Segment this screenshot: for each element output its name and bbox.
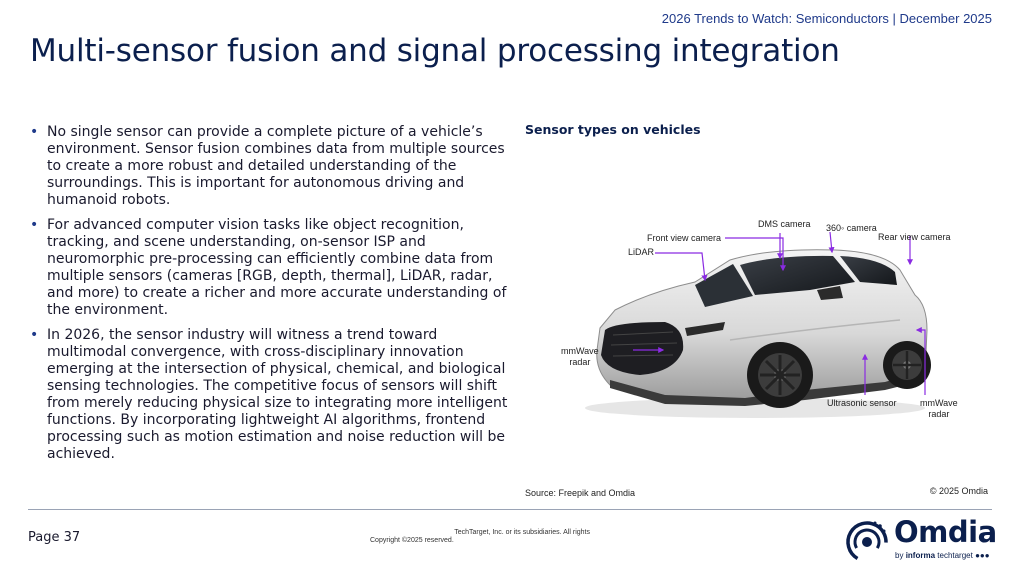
label-dms-camera: DMS camera bbox=[758, 219, 811, 229]
bullet-item: • No single sensor can provide a complete… bbox=[30, 124, 508, 209]
page-number: Page 37 bbox=[28, 530, 81, 545]
omdia-logo: Omdia by informa techtarget ●●● bbox=[844, 515, 997, 566]
figure-copyright: © 2025 Omdia bbox=[929, 486, 988, 496]
sensor-figure: DMS camera Front view camera LiDAR 360◦ … bbox=[555, 210, 975, 430]
rear-wheel bbox=[883, 341, 931, 389]
label-ultrasonic-sensor: Ultrasonic sensor bbox=[827, 398, 897, 408]
logo-by: by bbox=[895, 551, 904, 560]
copyright-line2: Copyright ©2025 reserved. bbox=[370, 537, 454, 544]
bullet-text: In 2026, the sensor industry will witnes… bbox=[47, 327, 508, 462]
figure-source: Source: Freepik and Omdia bbox=[525, 488, 636, 498]
bullet-icon: • bbox=[30, 124, 39, 140]
bullet-list: • No single sensor can provide a complete… bbox=[30, 124, 508, 471]
footer-divider bbox=[28, 509, 992, 510]
logo-brand-rest: techtarget bbox=[937, 551, 973, 560]
logo-brand: informa bbox=[905, 551, 936, 560]
logo-wordmark: Omdia bbox=[894, 515, 997, 549]
label-mmwave-front-line2: radar bbox=[569, 357, 591, 367]
omdia-mark-icon bbox=[846, 521, 888, 563]
copyright-line1: TechTarget, Inc. or its subsidiaries. Al… bbox=[454, 529, 590, 536]
label-rear-view-camera: Rear view camera bbox=[878, 232, 951, 242]
logo-byline: by informa techtarget ●●● bbox=[895, 551, 990, 560]
bullet-item: • For advanced computer vision tasks like… bbox=[30, 217, 508, 319]
label-mmwave-rear-line2: radar bbox=[928, 409, 950, 419]
bullet-item: • In 2026, the sensor industry will witne… bbox=[30, 327, 508, 463]
label-mmwave-rear-line1: mmWave bbox=[920, 398, 958, 408]
page-title: Multi-sensor fusion and signal processin… bbox=[30, 33, 840, 69]
bullet-icon: • bbox=[30, 327, 39, 343]
bullet-text: For advanced computer vision tasks like … bbox=[47, 217, 507, 318]
front-wheel bbox=[747, 342, 813, 408]
label-mmwave-front-line1: mmWave bbox=[561, 346, 599, 356]
annotation-arrows bbox=[633, 231, 926, 395]
report-header: 2026 Trends to Watch: Semiconductors | D… bbox=[661, 11, 992, 26]
label-lidar: LiDAR bbox=[628, 247, 655, 257]
car-illustration bbox=[585, 231, 931, 418]
bullet-icon: • bbox=[30, 217, 39, 233]
label-360-camera: 360◦ camera bbox=[826, 223, 877, 233]
bullet-text: No single sensor can provide a complete … bbox=[47, 124, 505, 208]
label-front-view-camera: Front view camera bbox=[647, 233, 722, 243]
figure-title: Sensor types on vehicles bbox=[525, 122, 701, 137]
footer-copyright: TechTarget, Inc. or its subsidiaries. Al… bbox=[370, 529, 590, 545]
